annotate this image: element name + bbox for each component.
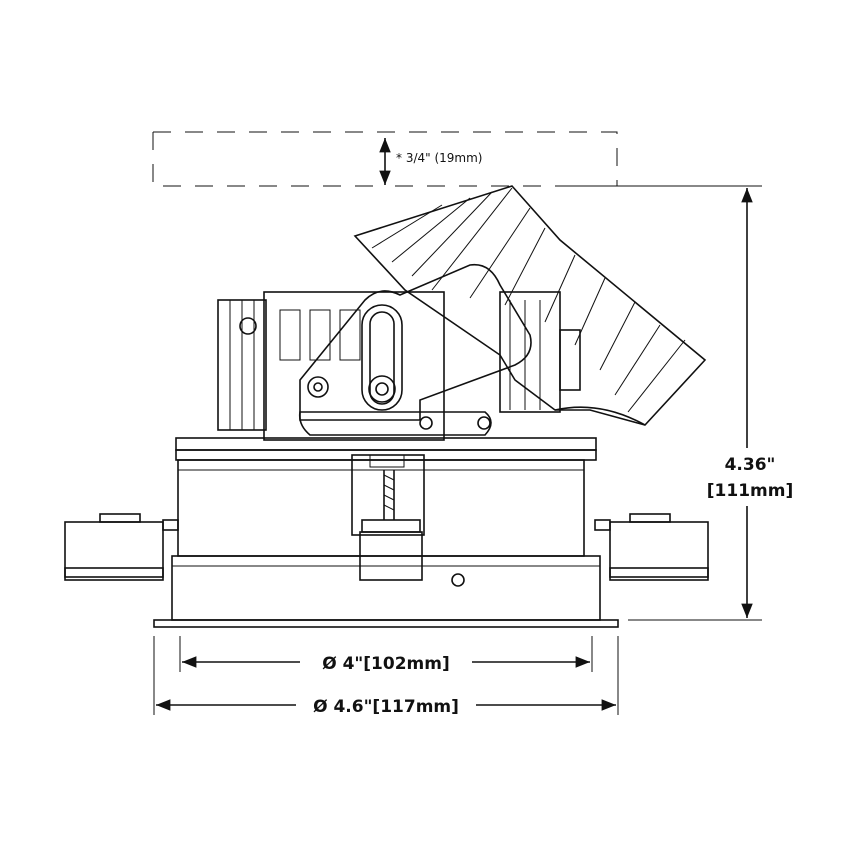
clearance-label: * 3/4" (19mm) [396,151,482,165]
mounting-plate [175,437,597,461]
outer-diameter-label: Ø 4.6"[117mm] [313,697,459,717]
tilted-reflector [353,185,707,426]
height-label-inches: 4.36" [725,455,776,475]
housing-can [171,459,601,621]
clearance-dimension: * 3/4" (19mm) [379,138,482,185]
trim-flange [153,619,619,628]
clearance-envelope [152,131,618,187]
inner-diameter-label: Ø 4"[102mm] [322,654,450,674]
height-label-mm: [111mm] [707,481,793,501]
mounting-clip-left [64,513,179,581]
center-screw-assembly [351,454,425,581]
outer-diameter-dimension: Ø 4.6"[117mm] [153,636,619,717]
height-dimension: 4.36" [111mm] [568,185,793,621]
inner-diameter-dimension: Ø 4"[102mm] [179,636,593,674]
gimbal-housing [217,291,581,441]
adjustment-bracket [298,263,532,436]
mounting-clip-right [594,513,709,581]
